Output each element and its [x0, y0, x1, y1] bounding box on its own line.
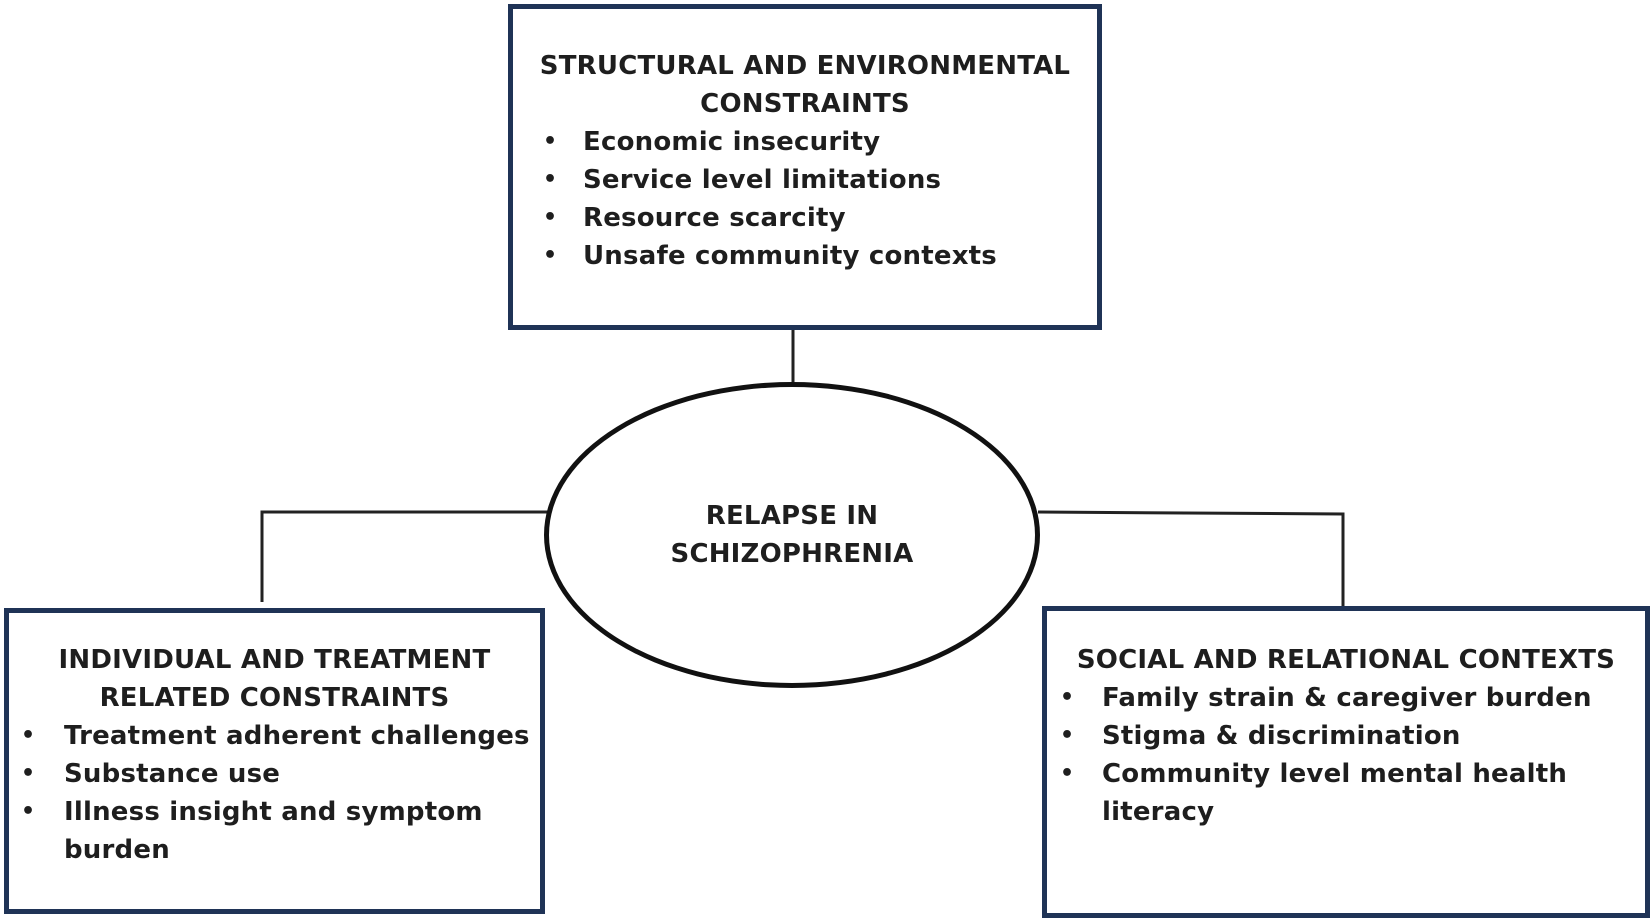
relapse-center-label: RELAPSE IN SCHIZOPHRENIA	[670, 501, 914, 569]
social-relational-title: SOCIAL AND RELATIONAL CONTEXTS	[1076, 645, 1616, 675]
bullet-icon: •	[21, 799, 36, 824]
list-item: •Stigma & discrimination	[1060, 717, 1645, 755]
connector-center-to-right	[1037, 510, 1345, 606]
list-item: •Illness insight and symptom burden	[21, 793, 540, 869]
social-relational-list: •Family strain & caregiver burden •Stigm…	[1060, 679, 1645, 831]
individual-treatment-box: INDIVIDUAL AND TREATMENT RELATED CONSTRA…	[4, 608, 545, 914]
individual-treatment-title: INDIVIDUAL AND TREATMENT RELATED CONSTRA…	[58, 645, 491, 713]
bullet-icon: •	[21, 761, 36, 786]
list-item: •Community level mental health literacy	[1060, 755, 1645, 831]
bullet-icon: •	[543, 129, 558, 154]
bullet-icon: •	[1060, 723, 1075, 748]
list-item: •Service level limitations	[543, 161, 1097, 199]
bullet-icon: •	[1060, 761, 1075, 786]
individual-treatment-list: •Treatment adherent challenges •Substanc…	[21, 717, 540, 869]
social-relational-box: SOCIAL AND RELATIONAL CONTEXTS •Family s…	[1042, 606, 1650, 918]
list-item: •Family strain & caregiver burden	[1060, 679, 1645, 717]
structural-constraints-list: •Economic insecurity •Service level limi…	[543, 123, 1097, 275]
structural-constraints-title: STRUCTURAL AND ENVIRONMENTAL CONSTRAINTS	[539, 51, 1071, 119]
list-item: •Economic insecurity	[543, 123, 1097, 161]
bullet-icon: •	[543, 167, 558, 192]
structural-constraints-box: STRUCTURAL AND ENVIRONMENTAL CONSTRAINTS…	[508, 4, 1102, 330]
relapse-center-node: RELAPSE IN SCHIZOPHRENIA	[544, 382, 1040, 688]
list-item: •Treatment adherent challenges	[21, 717, 540, 755]
bullet-icon: •	[543, 243, 558, 268]
bullet-icon: •	[543, 205, 558, 230]
list-item: •Unsafe community contexts	[543, 237, 1097, 275]
bullet-icon: •	[21, 723, 36, 748]
bullet-icon: •	[1060, 685, 1075, 710]
list-item: •Substance use	[21, 755, 540, 793]
connector-center-to-left	[260, 510, 548, 602]
list-item: •Resource scarcity	[543, 199, 1097, 237]
